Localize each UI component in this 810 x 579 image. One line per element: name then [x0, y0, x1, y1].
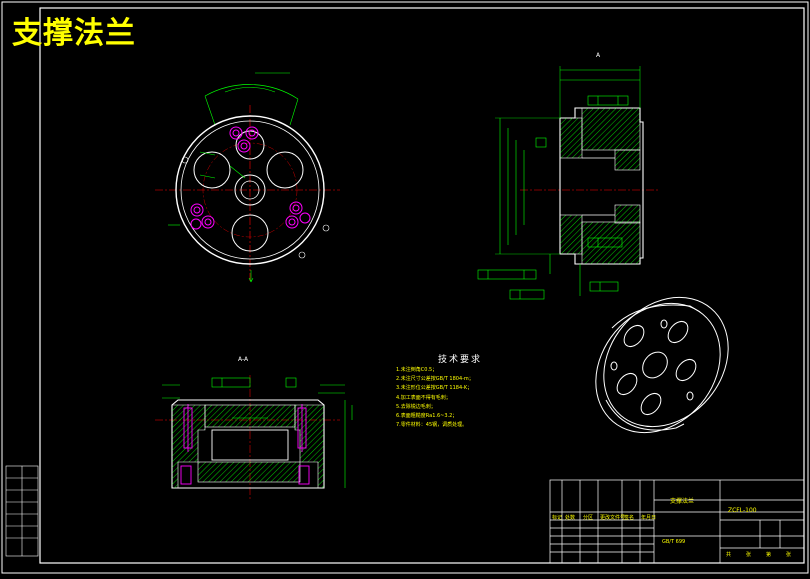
tech-note: 3.未注形位公差按GB/T 1184-K；	[396, 385, 473, 392]
isometric-view	[595, 296, 729, 434]
section-label: A-A	[238, 356, 249, 363]
front-view	[155, 72, 340, 283]
sheet-label: 张	[746, 552, 752, 558]
tech-requirements-heading: 技术要求	[438, 355, 483, 365]
tech-note: 1.未注倒角C0.5；	[396, 367, 438, 373]
grid-label: 分区	[583, 515, 594, 521]
view-label: A	[596, 52, 601, 59]
grid-label: 处数	[565, 515, 576, 521]
tech-note: 7.零件材料：45钢，调质处理。	[396, 422, 468, 429]
sheet-label: 张	[786, 552, 792, 558]
title-block-material: GB/T 699	[662, 539, 686, 545]
tech-requirements-list: 1.未注倒角C0.5； 2.未注尺寸公差按GB/T 1804-m； 3.未注形位…	[396, 366, 474, 430]
side-section-view	[477, 66, 660, 300]
grid-label: 年月日	[641, 515, 657, 521]
tech-note: 5.去除锐边毛刺；	[396, 403, 436, 410]
grid-label: 标记	[552, 515, 563, 521]
tech-note: 4.加工表面不得有毛刺；	[396, 394, 451, 401]
sheet-label: 第	[766, 552, 772, 558]
tech-note: 2.未注尺寸公差按GB/T 1804-m；	[396, 376, 474, 383]
drawing-title: 支撑法兰	[12, 16, 136, 51]
title-block-part-name: 支撑法兰	[670, 498, 695, 505]
grid-label: 更改文件号	[600, 515, 626, 521]
grid-label: 签名	[624, 515, 635, 521]
inner-frame	[39, 7, 805, 564]
sheet-label: 共	[726, 552, 732, 558]
title-block	[549, 479, 805, 564]
tech-note: 6.表面粗糙度Ra1.6~3.2；	[396, 413, 458, 420]
title-block-drawing-no: ZCFL-100	[728, 507, 757, 514]
aa-section-view	[155, 375, 353, 500]
side-block	[5, 465, 39, 557]
